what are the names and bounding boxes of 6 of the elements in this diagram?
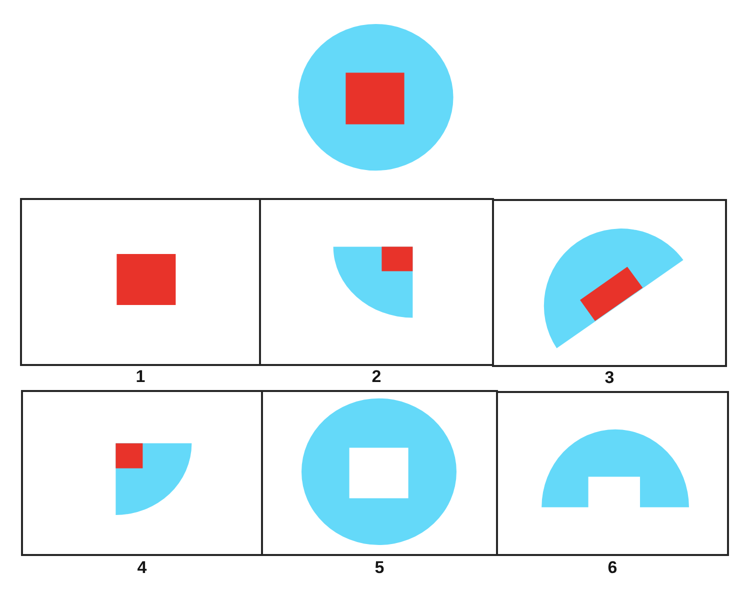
option-number: 3: [604, 369, 614, 386]
option-number: 1: [136, 368, 146, 385]
option-number: 5: [374, 559, 384, 576]
option-number: 6: [608, 559, 618, 576]
option-number: 4: [137, 559, 147, 576]
option-number: 2: [372, 368, 382, 385]
